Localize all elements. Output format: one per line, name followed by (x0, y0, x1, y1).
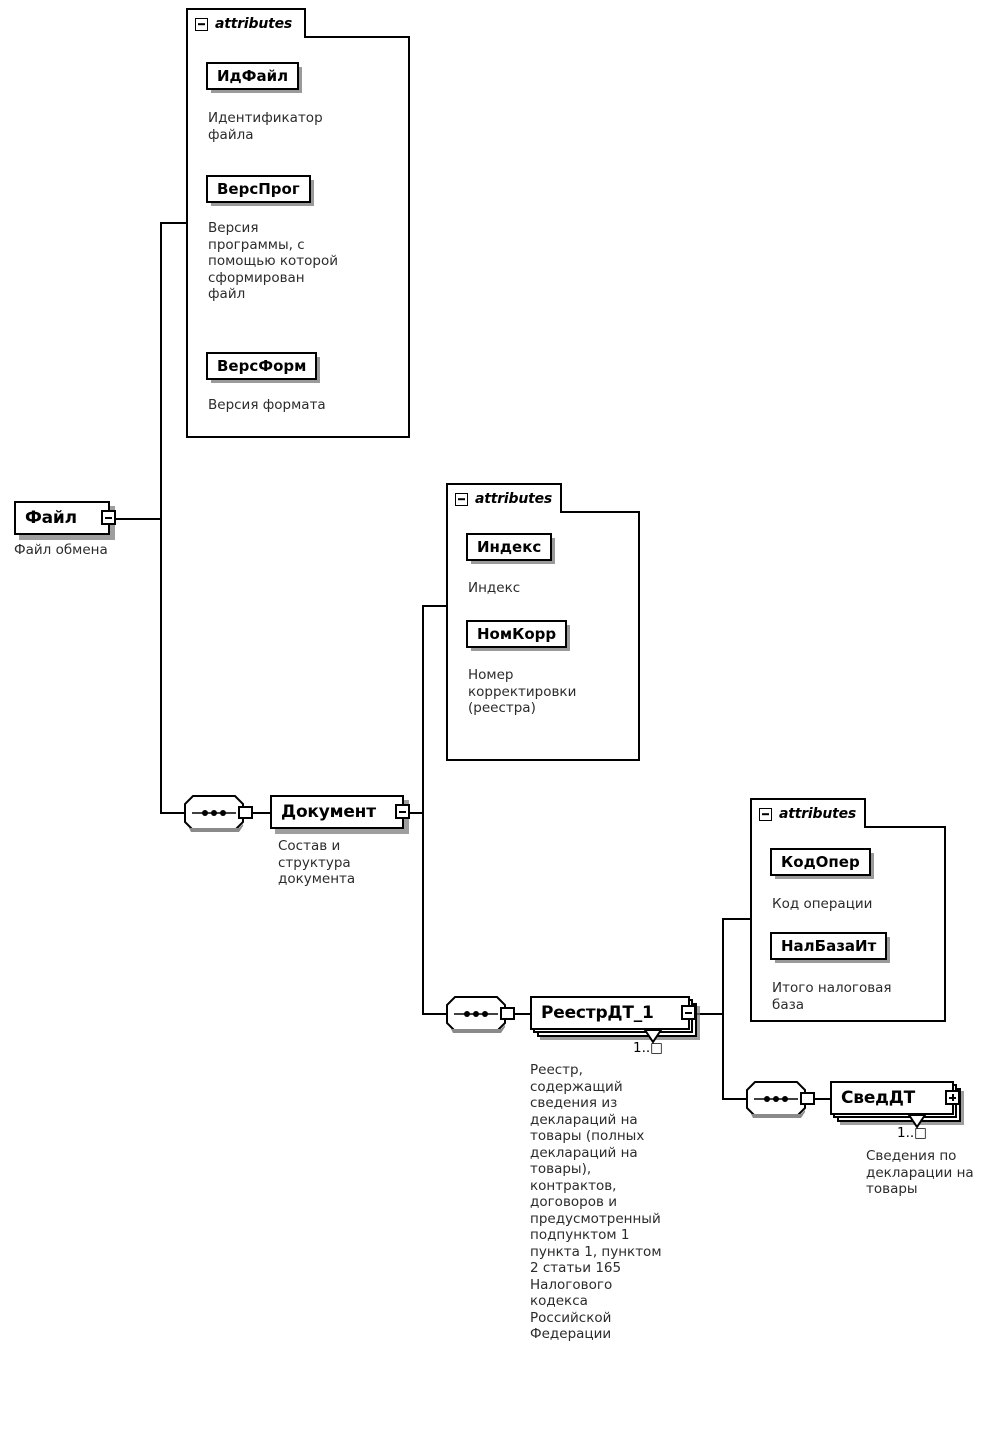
connector-junction-document (238, 806, 253, 819)
attribute-group-header[interactable]: attributes (186, 8, 306, 38)
node-caption-document: Состав и структура документа (278, 838, 356, 887)
node-file[interactable]: Файл (14, 501, 116, 540)
node-label: Документ (281, 802, 376, 822)
attribute-chip-versprog[interactable]: ВерсПрог (206, 175, 311, 203)
connector-sequence-to-document (252, 812, 272, 814)
attribute-group-header[interactable]: attributes (750, 798, 866, 828)
attribute-chip-kodoper[interactable]: КодОпер (770, 848, 871, 876)
attribute-caption-nomkorr: Номер корректировки (реестра) (468, 667, 577, 716)
node-caption-declaration: Сведения по декларации на товары (866, 1148, 974, 1197)
node-label: РеестрДТ_1 (541, 1003, 654, 1023)
minus-toggle-icon[interactable] (681, 1005, 696, 1020)
attribute-name: НалБазаИт (781, 937, 877, 955)
cardinality-arrow-declaration (907, 1114, 927, 1129)
attribute-chip-versform[interactable]: ВерсФорм (206, 352, 318, 380)
attribute-caption-idfayl: Идентификатор файла (208, 110, 323, 143)
sequence-icon (746, 1081, 806, 1118)
node-document[interactable]: Документ (270, 795, 410, 834)
minus-toggle-icon[interactable] (455, 492, 468, 506)
attribute-name: КодОпер (781, 853, 860, 871)
minus-toggle-icon[interactable] (395, 804, 410, 819)
node-box[interactable]: Файл (14, 501, 110, 535)
connector-trunk-to-document-sequence (160, 812, 186, 814)
cardinality-label-registry: 1..□ (633, 1040, 663, 1056)
attribute-chip-nomkorr[interactable]: НомКорр (466, 620, 568, 648)
sequence-connector-declaration[interactable] (746, 1081, 814, 1119)
attribute-chip-indeks[interactable]: Индекс (466, 533, 553, 561)
attribute-name: ВерсПрог (217, 180, 300, 198)
connector-junction-declaration (800, 1092, 815, 1105)
sequence-connector-document[interactable] (184, 795, 252, 833)
attribute-name: ИдФайл (217, 67, 289, 85)
sequence-icon (184, 795, 244, 832)
trunk-document (422, 605, 424, 1015)
attribute-caption-indeks: Индекс (468, 580, 521, 596)
attribute-group-label: attributes (779, 806, 857, 822)
attribute-caption-versform: Версия формата (208, 397, 326, 413)
attribute-group-document-notch (448, 509, 560, 513)
sequence-connector-registry[interactable] (446, 996, 514, 1034)
attribute-name: ВерсФорм (217, 357, 307, 375)
node-caption-registry: Реестр, содержащий сведения из деклараци… (530, 1062, 662, 1342)
node-box[interactable]: Документ (270, 795, 404, 829)
attribute-group-label: attributes (475, 491, 553, 507)
cardinality-label-declaration: 1..□ (897, 1125, 927, 1141)
attribute-group-registry-notch (752, 824, 864, 828)
minus-toggle-icon[interactable] (759, 807, 772, 821)
attribute-group-file-notch (188, 34, 304, 38)
node-box[interactable]: СведДТ (830, 1081, 954, 1115)
minus-toggle-icon[interactable] (195, 17, 208, 31)
attribute-group-header[interactable]: attributes (446, 483, 562, 513)
connector-junction-registry (500, 1007, 515, 1020)
node-box[interactable]: РеестрДТ_1 (530, 996, 690, 1030)
connector-trunk-to-document-attributes (422, 605, 448, 607)
connector-trunk-to-registry-attributes (722, 918, 752, 920)
connector-trunk-to-file-attributes (160, 222, 188, 224)
trunk-registry (722, 918, 724, 1098)
attribute-caption-nalbazait: Итого налоговая база (772, 980, 892, 1013)
node-label: СведДТ (841, 1088, 916, 1108)
node-label: Файл (25, 508, 77, 528)
attribute-chip-nalbazait[interactable]: НалБазаИт (770, 932, 888, 960)
connector-trunk-to-registry-sequence (422, 1013, 448, 1015)
node-registry[interactable]: РеестрДТ_1 (530, 996, 700, 1040)
cardinality-arrow-registry (643, 1029, 663, 1044)
attribute-caption-kodoper: Код операции (772, 896, 873, 912)
minus-toggle-icon[interactable] (101, 510, 116, 525)
plus-toggle-icon[interactable] (945, 1090, 960, 1105)
sequence-icon (446, 996, 506, 1033)
attribute-name: Индекс (477, 538, 542, 556)
node-declaration[interactable]: СведДТ (830, 1081, 964, 1125)
connector-sequence-to-declaration (814, 1098, 832, 1100)
node-caption-file: Файл обмена (14, 542, 108, 558)
connector-registry-to-trunk (692, 1013, 724, 1015)
connector-trunk-to-declaration-sequence (722, 1098, 748, 1100)
attribute-group-label: attributes (215, 16, 293, 32)
attribute-caption-versprog: Версия программы, с помощью которой сфор… (208, 220, 338, 302)
connector-sequence-to-registry (514, 1013, 532, 1015)
connector-file-to-trunk (108, 518, 162, 520)
attribute-chip-idfayl[interactable]: ИдФайл (206, 62, 300, 90)
attribute-name: НомКорр (477, 625, 557, 643)
connector-document-to-trunk (404, 812, 424, 814)
trunk-file (160, 222, 162, 814)
